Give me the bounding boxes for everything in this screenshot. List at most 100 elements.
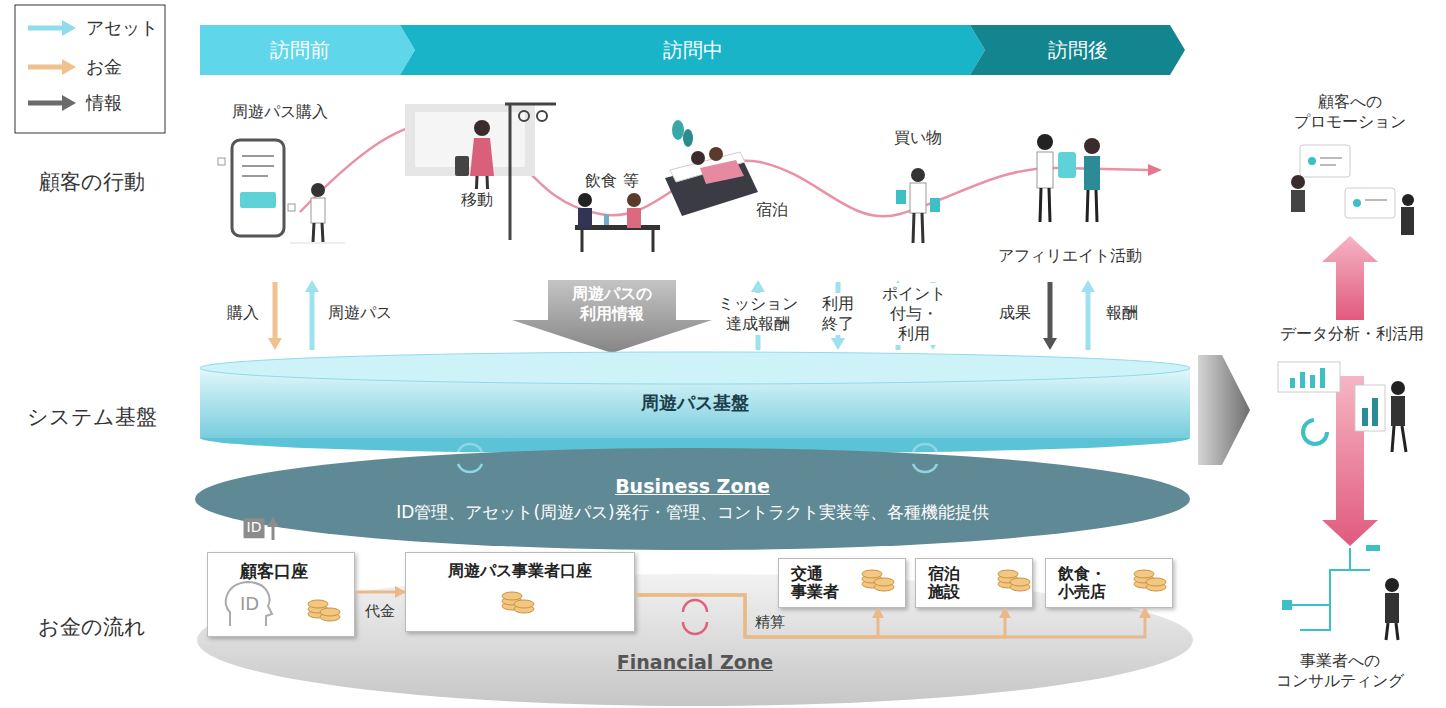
flow-label: 報酬 <box>1103 302 1141 324</box>
illustration-part <box>62 95 76 111</box>
illustration-part <box>911 168 925 182</box>
illustration-part <box>913 213 914 243</box>
illustration-part <box>691 151 705 165</box>
illustration-part <box>537 111 547 121</box>
action-label: 移動 <box>458 189 496 211</box>
illustration-part <box>195 448 1190 550</box>
illustration-part <box>1282 600 1292 610</box>
illustration-part <box>578 208 592 228</box>
illustration-part <box>1320 164 1336 166</box>
illustration-part <box>62 20 76 36</box>
illustration-part <box>272 526 275 540</box>
edge-label: 代金 <box>365 602 395 621</box>
illustration-part <box>240 192 276 208</box>
illustration-part <box>1037 134 1053 150</box>
illustration-part <box>672 120 684 140</box>
phase-chevron: 訪問中 <box>400 25 985 75</box>
legend-text: 情報 <box>86 91 122 115</box>
row-heading: システム基盤 <box>27 404 157 430</box>
illustration-part <box>1291 175 1305 189</box>
action-label: 飲食 等 <box>582 170 641 192</box>
illustration-part <box>305 280 319 292</box>
illustration-part <box>1391 396 1405 426</box>
illustration-part <box>831 338 845 350</box>
illustration-part <box>1291 190 1305 212</box>
illustration-part <box>652 230 655 252</box>
illustration-part <box>1300 145 1350 177</box>
illustration-part <box>1037 152 1053 188</box>
illustration-part <box>512 280 712 353</box>
illustration-part <box>311 198 325 223</box>
node-title: 周遊パス基盤 <box>641 392 749 414</box>
illustration-part <box>1278 362 1340 392</box>
flow-label: ポイント 付与・利用 <box>879 283 949 345</box>
illustration-part <box>505 103 556 106</box>
illustration-part <box>1048 282 1053 338</box>
illustration-part <box>28 65 64 70</box>
illustration-part <box>1392 426 1394 452</box>
node-text: ID <box>240 593 259 615</box>
illustration-part <box>1310 375 1315 388</box>
illustration-part <box>28 26 64 31</box>
illustration-part <box>1087 190 1088 222</box>
node-title: Financial Zone <box>617 651 773 674</box>
illustration-part <box>1362 408 1368 426</box>
action-label: 周遊パス購入 <box>229 101 331 123</box>
illustration-part <box>1058 152 1076 178</box>
illustration-part <box>751 280 765 292</box>
illustration-part <box>581 230 584 252</box>
illustration-part <box>313 223 314 242</box>
illustration-part <box>509 104 512 240</box>
illustration-part <box>232 140 284 236</box>
node-title: 訪問前 <box>270 38 330 62</box>
node-shape <box>195 448 1190 550</box>
account-box: 周遊パス事業者口座 <box>405 552 635 632</box>
illustration-part <box>519 111 529 121</box>
illustration-part <box>400 25 985 75</box>
flow-label: 利用 終了 <box>819 293 857 335</box>
row-heading: 顧客の行動 <box>39 169 145 195</box>
node-title: 宿泊 施設 <box>928 565 960 602</box>
illustration-part <box>1365 199 1387 201</box>
phase-chevron: 訪問前 <box>200 25 415 75</box>
illustration-part <box>218 158 225 165</box>
node-title: 訪問中 <box>663 38 723 62</box>
money-flow-arrow <box>355 591 405 594</box>
illustration-part <box>200 25 415 75</box>
illustration-part <box>455 156 469 176</box>
illustration-part <box>1385 578 1399 592</box>
phase-chevron: 訪問後 <box>970 25 1185 75</box>
illustration-part <box>268 338 282 350</box>
illustration-part <box>200 352 1190 384</box>
illustration-part <box>1322 236 1378 320</box>
platform-band: 周遊パス基盤 <box>200 352 1190 454</box>
illustration-part <box>970 25 1185 75</box>
illustration-part <box>15 5 165 133</box>
illustration-part <box>604 214 609 225</box>
illustration-part <box>1308 157 1316 165</box>
illustration-part <box>1300 372 1305 388</box>
illustration-part <box>311 183 325 197</box>
illustration-part <box>1402 426 1406 452</box>
illustration-part <box>1320 157 1342 159</box>
illustration-part <box>1402 194 1414 206</box>
node-title: 訪問後 <box>1048 38 1108 62</box>
illustration-part <box>1290 378 1295 388</box>
legend-text: アセット <box>86 16 158 40</box>
illustration-part <box>470 138 494 176</box>
flow-label: ミッション 達成報酬 <box>715 293 801 335</box>
illustration-part <box>242 155 274 157</box>
illustration-part <box>910 183 926 213</box>
illustration-part <box>627 193 641 207</box>
illustration-part <box>288 204 295 211</box>
illustration-part <box>242 165 274 167</box>
illustration-part <box>1081 280 1095 292</box>
illustration-part <box>1084 156 1100 190</box>
illustration-part <box>1386 623 1388 640</box>
zone-ellipse: Financial Zone顧客口座ID周遊パス事業者口座交通 事業者宿泊 施設… <box>195 540 1195 708</box>
id-tag: ID <box>244 518 265 538</box>
illustration-part <box>1396 623 1398 640</box>
